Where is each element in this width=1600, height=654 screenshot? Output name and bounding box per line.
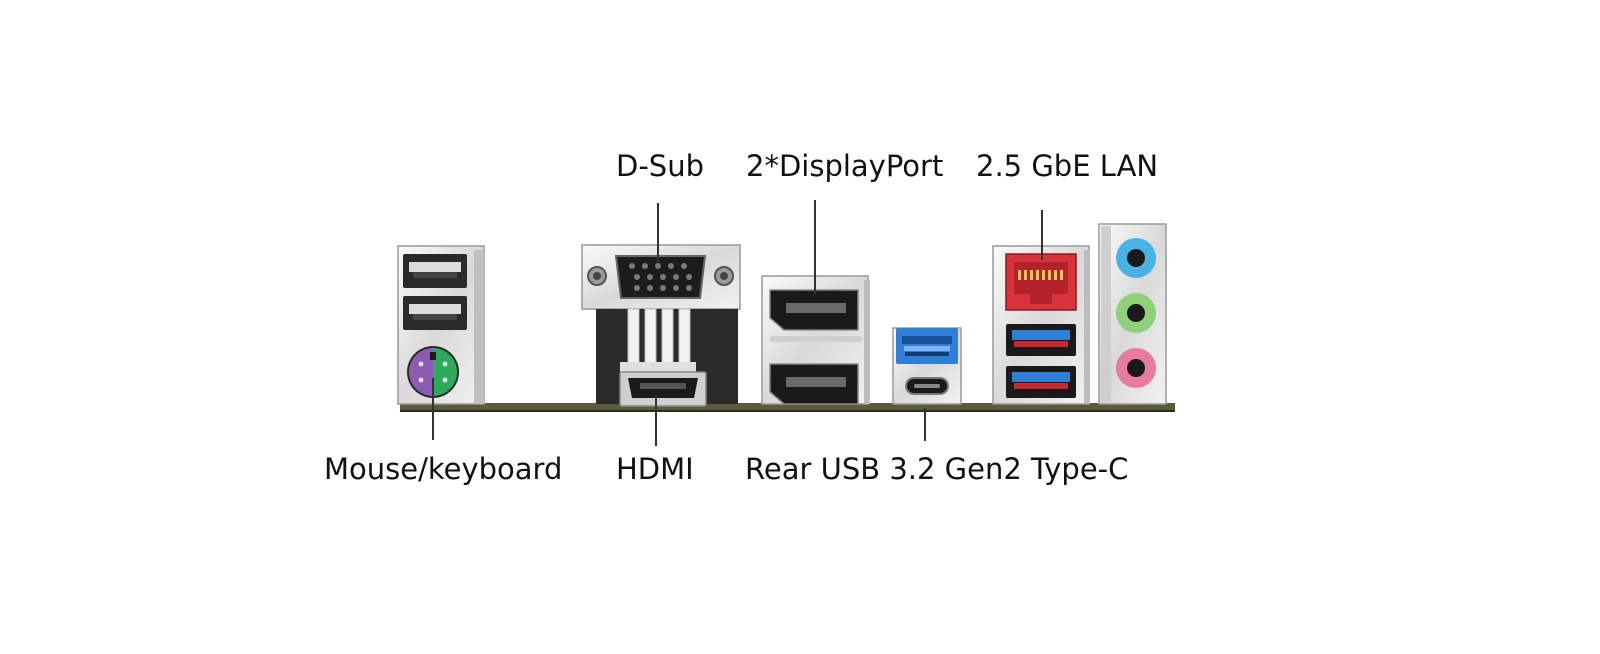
label-usb-c: Rear USB 3.2 Gen2 Type-C	[745, 452, 1129, 486]
label-dsub: D-Sub	[616, 149, 704, 183]
label-hdmi: HDMI	[616, 452, 694, 486]
audio-jack-stack	[1098, 223, 1167, 405]
usb3-port-icon	[896, 328, 958, 364]
ethernet-port-icon	[1005, 253, 1077, 311]
usb3-port-icon	[1006, 366, 1076, 398]
ps2-usb-stack	[397, 245, 485, 405]
displayport-icon	[769, 289, 859, 331]
pcb-edge-shadow	[400, 410, 1175, 412]
usb2-port-icon	[403, 254, 467, 288]
usb2-port-icon	[403, 296, 467, 330]
hdmi-port-icon	[619, 371, 707, 407]
vga-port-icon	[614, 255, 707, 299]
callout-lines	[432, 200, 1043, 446]
audio-mic-icon	[1116, 348, 1156, 388]
label-displayport: 2*DisplayPort	[746, 149, 944, 183]
lan-usb-stack	[992, 245, 1090, 405]
usb3-port-icon	[1006, 324, 1076, 356]
audio-line-in-icon	[1116, 238, 1156, 278]
label-lan: 2.5 GbE LAN	[976, 149, 1159, 183]
ps2-port-icon	[407, 346, 459, 398]
pcb-edge	[400, 403, 1175, 411]
usb3-typec-stack	[892, 327, 962, 405]
audio-line-out-icon	[1116, 293, 1156, 333]
usb-type-c-icon	[905, 377, 949, 395]
displayport-icon	[769, 363, 859, 405]
label-ps2: Mouse/keyboard	[324, 452, 563, 486]
dsub-hdmi-stack	[581, 244, 741, 407]
displayport-stack	[761, 275, 870, 405]
